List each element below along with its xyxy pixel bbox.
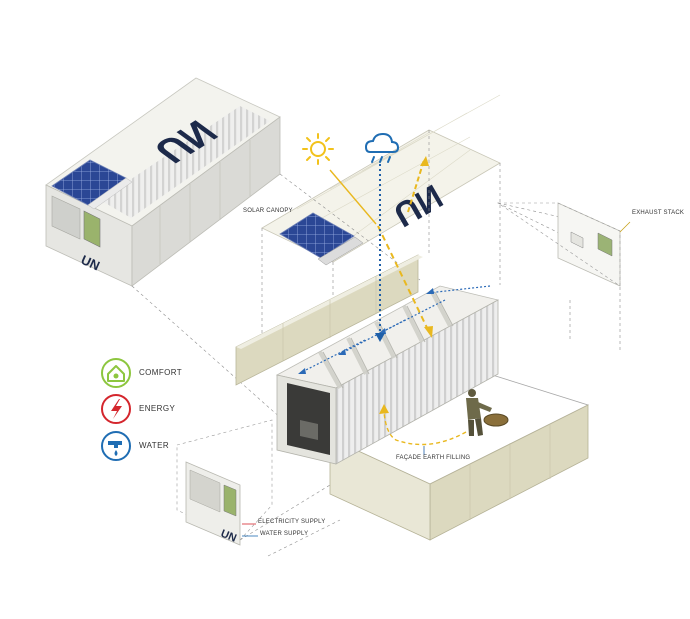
wall-panels (235, 254, 423, 386)
legend-water-label: WATER (139, 441, 169, 450)
rainwater-arrowhead (375, 333, 385, 342)
left-wall-panel (235, 254, 419, 386)
sun-icon (302, 133, 334, 165)
door-window-icon (83, 210, 101, 248)
electricity-supply-label: ELECTRICITY SUPPLY (258, 519, 326, 525)
sunlight-return-arrowhead (420, 156, 429, 166)
facade-earth-filling-label: FAÇADE EARTH FILLING (396, 455, 471, 461)
legend-energy-icon (101, 394, 131, 424)
container-brand-logo: UN (79, 252, 102, 273)
sunlight-return-arrow (407, 159, 425, 213)
interior-furniture (300, 420, 318, 440)
exhaust-stack (497, 202, 631, 287)
exhaust-wireframe (497, 202, 621, 287)
bottom-door-window (223, 484, 237, 517)
bottom-container-brand-logo: UN (219, 528, 238, 545)
soldier-figure (466, 389, 492, 436)
sunlight-ray (329, 169, 377, 225)
exhaust-leader (619, 221, 631, 233)
solar-canopy-label: SOLAR CANOPY (243, 208, 293, 214)
terrain-front-seams (469, 424, 551, 520)
terrain-left-wall (329, 437, 431, 541)
fin-ridges-shadow (322, 291, 454, 389)
airflow-arrows (299, 285, 491, 374)
legend-energy-label: ENERGY (139, 404, 176, 413)
roof-fin-row (100, 106, 270, 218)
legend-comfort-icon (101, 358, 131, 388)
front-grille (51, 195, 81, 240)
solar-canopy-panels-2 (317, 236, 364, 266)
earth-filling-arrow (383, 411, 467, 446)
solar-panel-array-edge (87, 177, 133, 210)
solar-canopy-panels (279, 212, 355, 259)
earth-filling-arrowhead (379, 404, 389, 414)
central-container (275, 285, 500, 465)
legend-comfort-label: COMFORT (139, 368, 183, 377)
exhaust-stack-window (597, 232, 613, 257)
bottom-container-grille (189, 469, 221, 513)
container-module-top-left: UN UN (45, 77, 281, 287)
container-module-bottom-left: UN (176, 419, 273, 546)
airflow-arrowheads (298, 288, 434, 374)
left-wall-seams (282, 276, 377, 361)
container-interior-opening (287, 383, 330, 455)
manhole-cover-icon (483, 413, 509, 427)
exhaust-stack-label: EXHAUST STACK (632, 210, 685, 216)
terrain-block (329, 367, 590, 541)
water-supply-label: WATER SUPPLY (260, 531, 309, 537)
rain-cloud-icon (364, 132, 400, 163)
exhaust-stack-panel (557, 202, 621, 287)
fin-ridges (318, 291, 452, 389)
exhaust-stack-vent (570, 231, 584, 249)
side-wall-panels (159, 140, 251, 264)
sunlight-arrowhead (424, 326, 433, 338)
legend-water-icon (101, 431, 131, 461)
